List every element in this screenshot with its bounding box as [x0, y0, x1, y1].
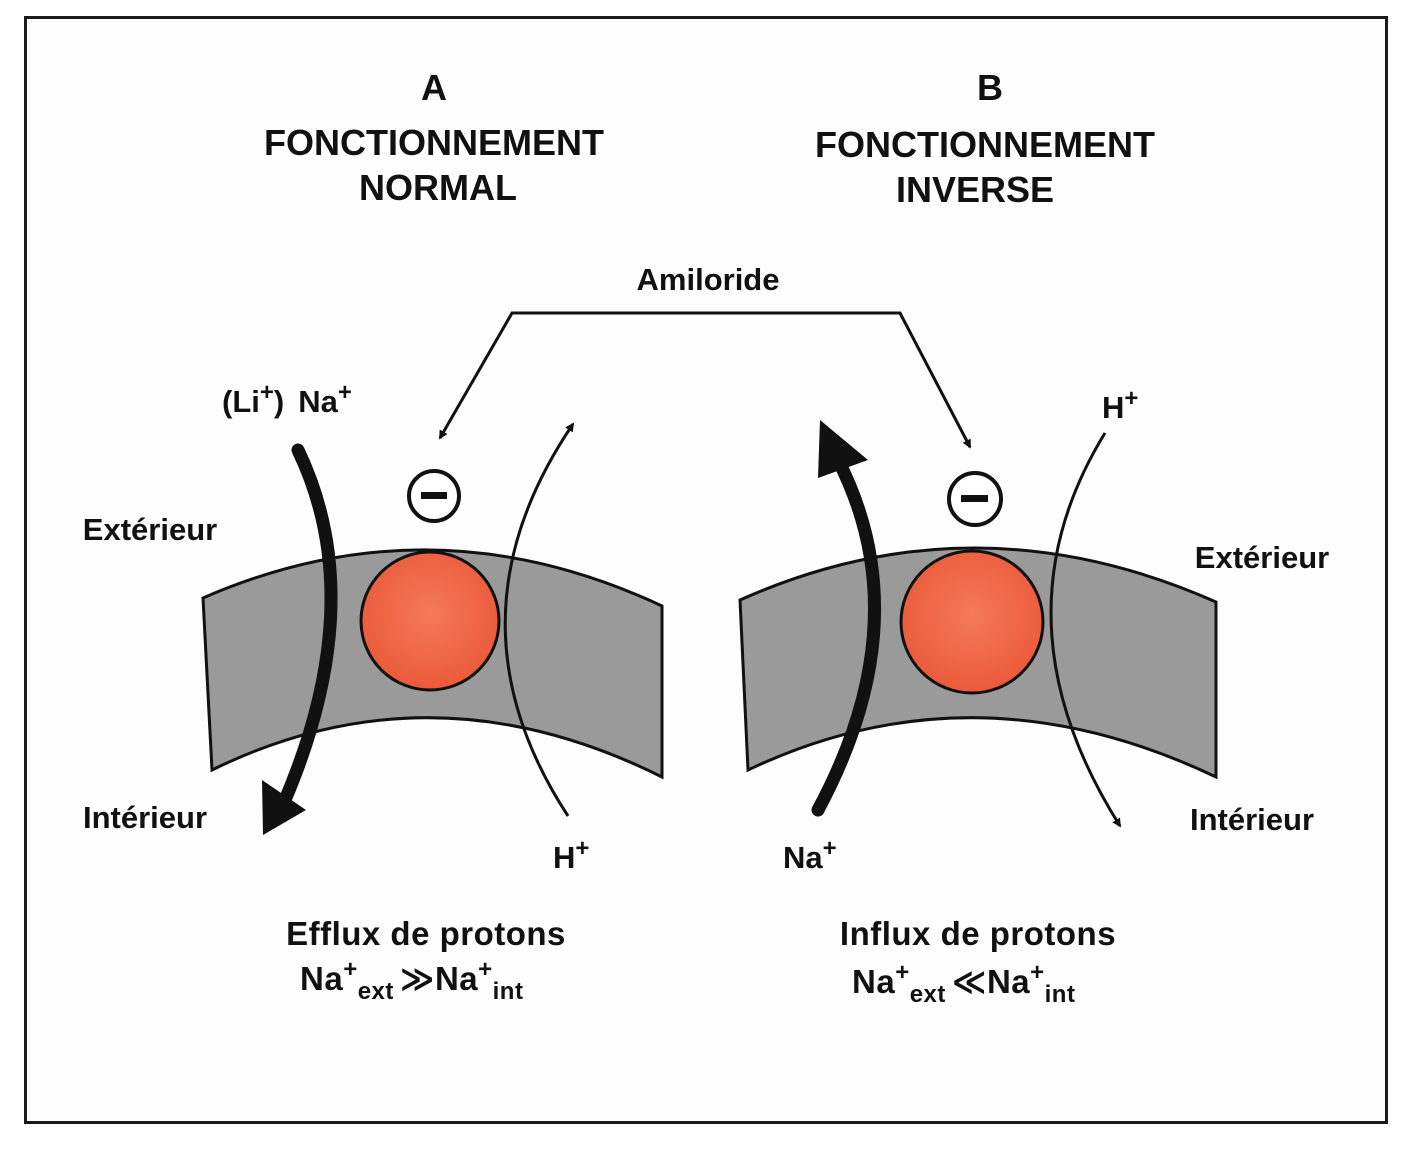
transporter-a — [359, 550, 501, 692]
caption-relation-b: Na+ext≪Na+int — [852, 959, 1075, 1008]
exterior-label-b: Extérieur — [1195, 540, 1329, 575]
panel-b-title-line1: FONCTIONNEMENT — [815, 124, 1155, 165]
svg-text:H+: H+ — [1102, 385, 1138, 425]
sodium-influx-arrowhead-a — [262, 780, 306, 835]
svg-text:Na+ext≫Na+int: Na+ext≫Na+int — [300, 956, 523, 1005]
panel-b-letter: B — [977, 67, 1003, 108]
interior-label-a: Intérieur — [83, 800, 207, 835]
sodium-influx-arrow-a — [278, 443, 338, 807]
inhibitor-symbol-a — [407, 469, 461, 523]
proton-influx-arrow-b — [1049, 432, 1122, 828]
amiloride-bracket-arrow-b — [708, 311, 972, 449]
sodium-efflux-arrowhead-b — [818, 420, 868, 478]
panel-b-title-line2: INVERSE — [896, 169, 1054, 210]
ion-label-li-na-a: (Li+)Na+ — [222, 379, 352, 419]
caption-relation-a: Na+ext≫Na+int — [300, 956, 523, 1005]
svg-text:(Li+)Na+: (Li+)Na+ — [222, 379, 352, 419]
svg-text:H+: H+ — [553, 835, 589, 875]
interior-label-b: Intérieur — [1190, 802, 1314, 837]
proton-efflux-arrow-a — [503, 422, 575, 817]
ion-label-na-b: Na+ — [783, 835, 837, 875]
caption-line1-b: Influx de protons — [840, 915, 1116, 952]
transporter-b — [899, 549, 1045, 695]
figure-frame — [24, 16, 1388, 1124]
sodium-efflux-arrow-b — [811, 453, 882, 817]
exterior-label-a: Extérieur — [83, 512, 217, 547]
amiloride-bracket-arrow-a — [438, 311, 708, 440]
ion-label-h-b: H+ — [1102, 385, 1138, 425]
inhibitor-symbol-b — [947, 471, 1003, 527]
panel-a-title-line1: FONCTIONNEMENT — [264, 122, 604, 163]
ion-label-h-a: H+ — [553, 835, 589, 875]
amiloride-label: Amiloride — [637, 262, 780, 297]
panel-a-title-line2: NORMAL — [359, 167, 517, 208]
caption-line1-a: Efflux de protons — [286, 915, 566, 952]
panel-a-letter: A — [421, 67, 447, 108]
svg-text:Na+ext≪Na+int: Na+ext≪Na+int — [852, 959, 1075, 1008]
svg-text:Na+: Na+ — [783, 835, 837, 875]
